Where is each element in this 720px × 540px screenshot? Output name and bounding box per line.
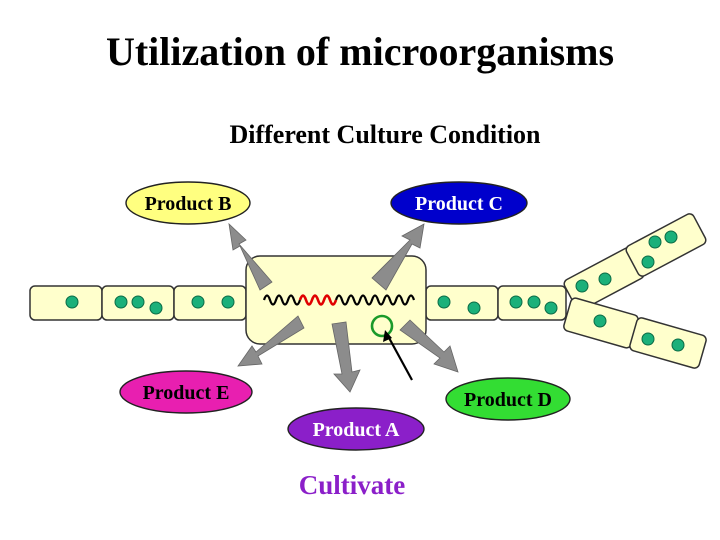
product-e-label: Product E bbox=[143, 382, 230, 404]
cell-dot bbox=[641, 255, 655, 269]
cell-dot bbox=[149, 301, 163, 315]
product-c-label: Product C bbox=[415, 193, 503, 215]
cell bbox=[629, 317, 707, 369]
product-d-label: Product D bbox=[464, 389, 552, 411]
arrow-to-product-c bbox=[371, 223, 425, 291]
culture-condition-heading: Different Culture Condition bbox=[229, 120, 541, 149]
product-e-bubble: Product E bbox=[119, 370, 253, 414]
cell bbox=[173, 285, 247, 321]
cell-chain-left bbox=[29, 285, 247, 321]
cell-dot bbox=[65, 295, 79, 309]
cell-dot bbox=[131, 295, 145, 309]
cell-dot bbox=[648, 235, 662, 249]
cell bbox=[625, 213, 707, 277]
dna-gene-highlight bbox=[298, 294, 338, 306]
cell-dot bbox=[509, 295, 523, 309]
cell-branch-upper bbox=[563, 213, 707, 311]
marker-ring bbox=[370, 314, 394, 338]
cell-dot bbox=[437, 295, 451, 309]
arrow-to-product-b bbox=[228, 222, 273, 291]
product-d-bubble: Product D bbox=[445, 377, 571, 421]
cell-dot bbox=[575, 279, 589, 293]
cell-dot bbox=[593, 314, 607, 328]
page-title: Utilization of microorganisms bbox=[105, 29, 615, 74]
cell-dot bbox=[598, 272, 612, 286]
cell-chain-right bbox=[425, 285, 567, 321]
cell-dot bbox=[114, 295, 128, 309]
arrow-to-product-d bbox=[399, 319, 459, 373]
pointer-line bbox=[387, 335, 413, 381]
cell-dot bbox=[467, 301, 481, 315]
dna-strand bbox=[262, 294, 416, 306]
cell-dot bbox=[671, 338, 685, 352]
cell bbox=[425, 285, 499, 321]
product-a-label: Product A bbox=[313, 419, 400, 441]
cell-dot bbox=[221, 295, 235, 309]
arrow-to-product-e bbox=[237, 315, 305, 367]
cultivate-label: Cultivate bbox=[298, 470, 406, 500]
cell-dot bbox=[641, 332, 655, 346]
cell-dot bbox=[664, 230, 678, 244]
pointer-head bbox=[383, 330, 392, 342]
product-b-bubble: Product B bbox=[125, 181, 251, 225]
cell-dot bbox=[527, 295, 541, 309]
arrow-to-product-a bbox=[331, 321, 361, 393]
cell-dot bbox=[191, 295, 205, 309]
product-b-label: Product B bbox=[145, 193, 232, 215]
product-a-bubble: Product A bbox=[287, 407, 425, 451]
cell-branch-lower bbox=[563, 297, 707, 369]
product-c-bubble: Product C bbox=[390, 181, 528, 225]
cell-dot bbox=[544, 301, 558, 315]
